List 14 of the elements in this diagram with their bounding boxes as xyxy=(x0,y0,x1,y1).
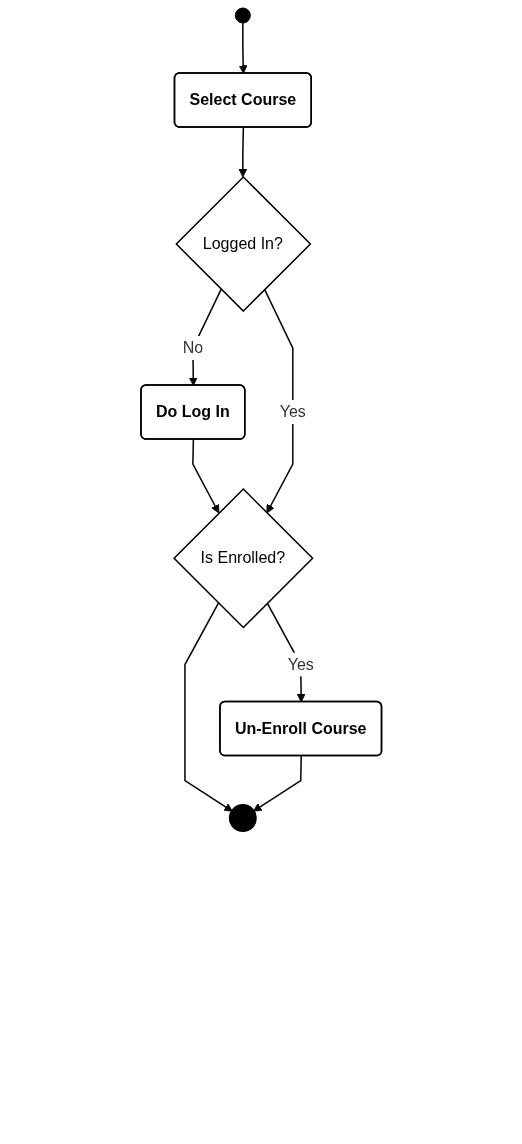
arrow xyxy=(183,602,233,812)
node-diamond: Logged In? xyxy=(175,175,312,313)
arrow xyxy=(188,288,222,386)
arrow xyxy=(238,126,247,178)
edge-label: Yes xyxy=(287,655,314,673)
edge-label: No xyxy=(182,339,203,357)
arrow xyxy=(252,755,302,812)
edge-label: Yes xyxy=(279,403,306,421)
arrow xyxy=(263,288,294,514)
arrow xyxy=(238,22,248,74)
node-circle xyxy=(228,804,257,833)
arrow xyxy=(191,438,219,514)
node-circle xyxy=(234,7,251,24)
node-diamond: Is Enrolled? xyxy=(172,488,314,629)
